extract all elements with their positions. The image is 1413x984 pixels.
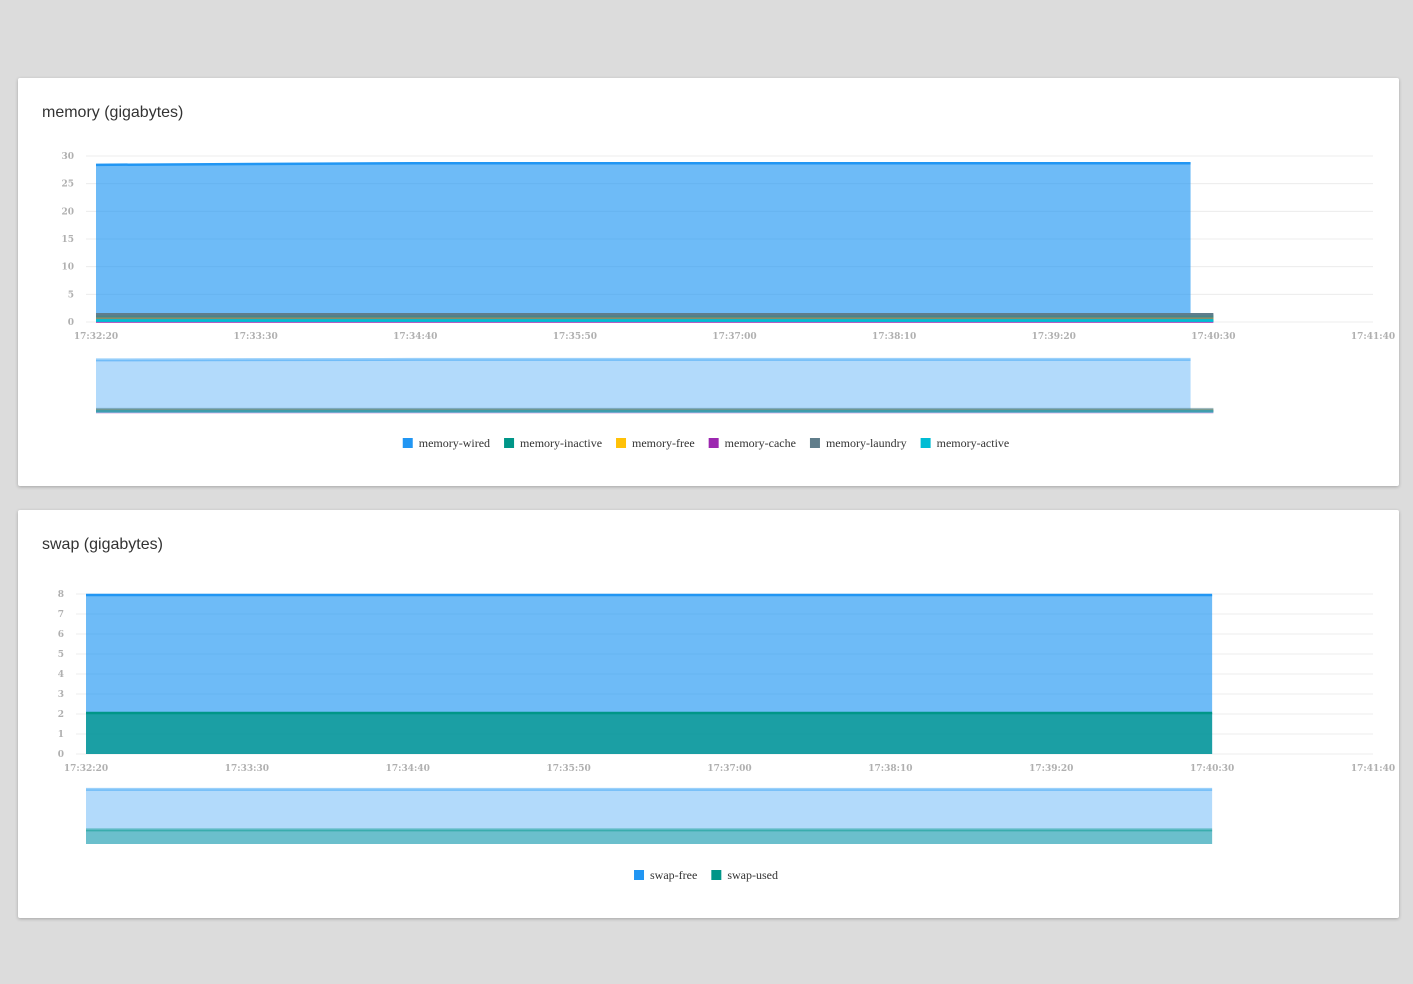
legend-label: swap-used — [727, 868, 778, 882]
legend-item-memory-inactive[interactable]: memory-inactive — [504, 436, 602, 450]
navigator-area-memory-laundry — [96, 409, 1214, 412]
navigator-area-memory-inactive — [96, 410, 1214, 412]
y-tick-label: 5 — [68, 290, 74, 300]
y-tick-label: 7 — [58, 610, 64, 620]
y-tick-label: 2 — [58, 710, 64, 720]
legend-swatch — [920, 438, 931, 448]
x-tick-label: 17:40:30 — [1191, 332, 1235, 342]
y-tick-label: 6 — [58, 630, 64, 640]
x-tick-label: 17:40:30 — [1190, 764, 1234, 774]
x-tick-label: 17:34:40 — [386, 764, 430, 774]
legend-label: memory-active — [937, 436, 1010, 450]
legend-item-memory-laundry[interactable]: memory-laundry — [809, 436, 907, 450]
legend-swatch — [708, 438, 719, 448]
series-area-swap-used[interactable] — [86, 713, 1213, 754]
legend-swatch — [616, 438, 627, 448]
y-tick-label: 4 — [58, 670, 64, 680]
x-tick-label: 17:37:00 — [707, 764, 751, 774]
x-tick-label: 17:32:20 — [74, 332, 118, 342]
legend-item-memory-active[interactable]: memory-active — [920, 436, 1010, 450]
y-tick-label: 25 — [61, 180, 74, 190]
navigator-area-memory-active — [96, 411, 1214, 412]
legend-swatch — [634, 870, 645, 880]
y-tick-label: 10 — [61, 263, 74, 273]
y-tick-label: 1 — [58, 730, 64, 740]
series-area-memory-wired[interactable] — [96, 163, 1191, 322]
legend-label: memory-wired — [419, 436, 490, 450]
legend-label: memory-laundry — [826, 436, 907, 450]
y-tick-label: 0 — [58, 750, 64, 760]
legend-item-memory-free[interactable]: memory-free — [616, 436, 695, 450]
x-tick-label: 17:37:00 — [712, 332, 756, 342]
navigator-area-swap-used — [86, 829, 1213, 844]
x-tick-label: 17:39:20 — [1032, 332, 1076, 342]
legend-item-memory-cache[interactable]: memory-cache — [708, 436, 796, 450]
y-tick-label: 3 — [58, 690, 64, 700]
legend-label: swap-free — [650, 868, 697, 882]
legend: swap-free swap-used — [634, 868, 778, 882]
legend-swatch — [402, 438, 413, 448]
series-line-memory-wired — [95, 161, 1191, 167]
x-tick-label: 17:38:10 — [868, 764, 912, 774]
x-tick-label: 17:34:40 — [393, 332, 437, 342]
x-tick-label: 17:32:20 — [64, 764, 108, 774]
y-tick-label: 30 — [61, 152, 74, 162]
swap-chart-card: swap (gigabytes) 0 1 2 3 4 5 6 7 8 17:32:20 17:33:… — [18, 510, 1399, 918]
x-tick-label: 17:33:30 — [234, 332, 278, 342]
x-tick-label: 17:33:30 — [225, 764, 269, 774]
legend-item-swap-used[interactable]: swap-used — [711, 868, 778, 882]
legend: memory-wired memory-inactive memory-free me… — [402, 436, 1010, 450]
y-tick-label: 20 — [61, 207, 74, 217]
legend-item-memory-wired[interactable]: memory-wired — [402, 436, 490, 450]
x-tick-label: 17:41:40 — [1351, 764, 1395, 774]
legend-label: memory-free — [632, 436, 695, 450]
x-tick-label: 17:39:20 — [1029, 764, 1073, 774]
x-tick-label: 17:35:50 — [547, 764, 591, 774]
swap-chart-title: swap (gigabytes) — [42, 536, 163, 553]
legend-item-swap-free[interactable]: swap-free — [634, 868, 697, 882]
y-tick-label: 8 — [58, 590, 64, 600]
legend-swatch — [809, 438, 820, 448]
navigator-area-swap-free — [86, 789, 1213, 844]
navigator-area-memory-free — [96, 410, 1214, 412]
legend-swatch — [504, 438, 515, 448]
legend-label: memory-inactive — [520, 436, 602, 450]
x-tick-label: 17:38:10 — [872, 332, 916, 342]
y-tick-label: 5 — [58, 650, 64, 660]
legend-swatch — [711, 870, 722, 880]
navigator-line-memory-wired — [95, 357, 1191, 362]
navigator-area-memory-wired — [96, 359, 1191, 412]
x-tick-label: 17:41:40 — [1351, 332, 1395, 342]
memory-chart[interactable]: 0 5 10 15 20 25 30 17:32:20 17:33:30 17:34:40 17:3… — [18, 78, 1399, 486]
x-tick-label: 17:35:50 — [553, 332, 597, 342]
memory-chart-card: memory (gigabytes) 0 5 10 15 20 25 30 17:32:20 1… — [18, 78, 1399, 486]
memory-chart-title: memory (gigabytes) — [42, 104, 184, 121]
swap-chart[interactable]: 0 1 2 3 4 5 6 7 8 17:32:20 17:33:30 17:34:40 17:35:5… — [18, 510, 1399, 918]
y-tick-label: 15 — [61, 235, 74, 245]
legend-label: memory-cache — [725, 436, 796, 450]
y-tick-label: 0 — [68, 318, 74, 328]
